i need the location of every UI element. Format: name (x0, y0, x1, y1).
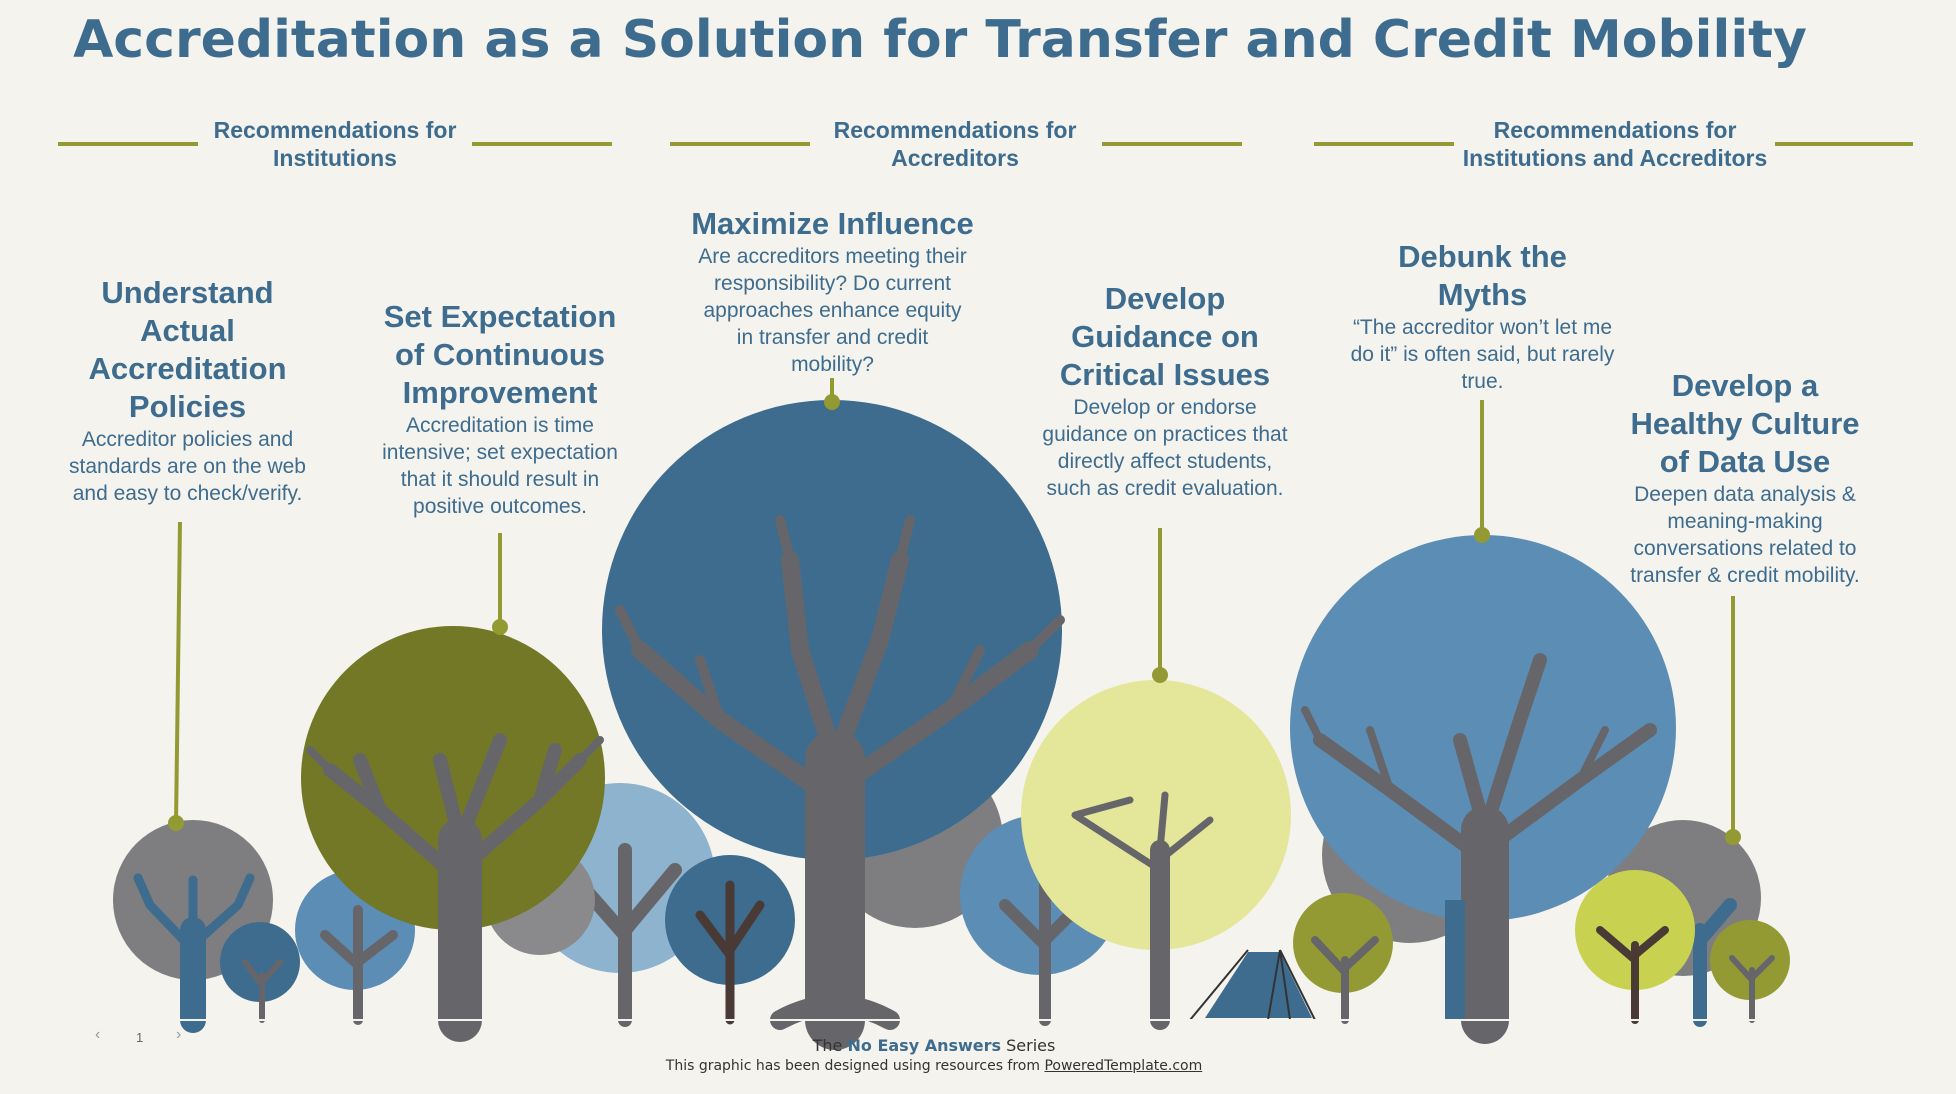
footer-prefix: The (812, 1036, 843, 1055)
item-body: Deepen data analysis & meaning-making co… (1630, 483, 1860, 587)
connector-dot (824, 394, 840, 410)
tree-pale-yellow (1021, 680, 1291, 1030)
section-header-line: Institutions (273, 145, 397, 171)
item-heading: Set Expectation of Continuous Improvemen… (383, 299, 617, 410)
prev-page-button[interactable]: ‹ (95, 1026, 100, 1044)
item-debunk-myths: Debunk the Myths “The accreditor won’t l… (1345, 238, 1620, 395)
page-title: Accreditation as a Solution for Transfer… (73, 10, 1807, 70)
section-header-line: Accreditors (891, 145, 1019, 171)
section-header-line: Recommendations for (833, 117, 1077, 143)
tree-olive-far-right (1710, 920, 1790, 1023)
connector-dot (1474, 527, 1490, 543)
tree-lime (1575, 870, 1695, 1024)
tree-blue-large-right (1290, 535, 1676, 1044)
section-rule (1775, 142, 1913, 146)
footer-series-name: No Easy Answers (847, 1036, 1002, 1055)
item-body: Accreditor policies and standards are on… (69, 428, 306, 505)
item-heading: Maximize Influence (691, 206, 974, 241)
section-header-institutions-and-accreditors: Recommendations for Institutions and Acc… (1440, 116, 1790, 172)
tree-blue-small-left (220, 922, 300, 1023)
tree-olive (301, 626, 605, 1042)
section-header-accreditors: Recommendations for Accreditors (815, 116, 1095, 172)
tree-blue-dark-small (665, 855, 795, 1025)
item-body: Are accreditors meeting their responsibi… (698, 245, 967, 376)
section-rule (670, 142, 810, 146)
item-heading: Understand Actual Accreditation Policies (88, 275, 287, 424)
item-body: Accreditation is time intensive; set exp… (382, 414, 618, 518)
section-rule (1314, 142, 1454, 146)
item-heading: Develop a Healthy Culture of Data Use (1630, 368, 1860, 479)
page-number: 1 (136, 1030, 144, 1045)
tree-blue-large-center (602, 400, 1065, 1050)
chevron-left-icon: ‹ (95, 1026, 101, 1043)
footer-credit: This graphic has been designed using res… (0, 1058, 1868, 1074)
item-guidance-critical-issues: Develop Guidance on Critical Issues Deve… (1040, 280, 1290, 502)
item-healthy-data-culture: Develop a Healthy Culture of Data Use De… (1610, 367, 1880, 589)
footer-credit-link[interactable]: PoweredTemplate.com (1044, 1058, 1203, 1074)
footer-series: The No Easy Answers Series (0, 1036, 1868, 1055)
section-rule (1102, 142, 1242, 146)
connector-dot (1725, 829, 1741, 845)
connector-dot (1152, 667, 1168, 683)
section-header-institutions: Recommendations for Institutions (195, 116, 475, 172)
item-understand-policies: Understand Actual Accreditation Policies… (55, 274, 320, 507)
connectors (168, 378, 1741, 845)
item-maximize-influence: Maximize Influence Are accreditors meeti… (680, 205, 985, 378)
chevron-right-icon: › (176, 1026, 182, 1043)
item-heading: Develop Guidance on Critical Issues (1059, 281, 1271, 392)
footer-suffix: Series (1006, 1036, 1056, 1055)
section-header-line: Recommendations for (213, 117, 457, 143)
section-rule (472, 142, 612, 146)
tree-olive-small (1293, 893, 1393, 1024)
tent-icon (1189, 949, 1316, 1021)
item-body: “The accreditor won’t let me do it” is o… (1350, 316, 1615, 393)
footer-credit-text: This graphic has been designed using res… (665, 1058, 1041, 1074)
section-header-line: Recommendations for (1493, 117, 1737, 143)
connector-dot (168, 815, 184, 831)
connector-line (174, 521, 182, 824)
item-body: Develop or endorse guidance on practices… (1042, 396, 1288, 500)
item-continuous-improvement: Set Expectation of Continuous Improvemen… (368, 298, 632, 520)
item-heading: Debunk the Myths (1398, 239, 1567, 312)
connector-dot (492, 619, 508, 635)
section-header-line: Institutions and Accreditors (1462, 145, 1768, 171)
section-rule (58, 142, 198, 146)
next-page-button[interactable]: › (176, 1026, 181, 1044)
